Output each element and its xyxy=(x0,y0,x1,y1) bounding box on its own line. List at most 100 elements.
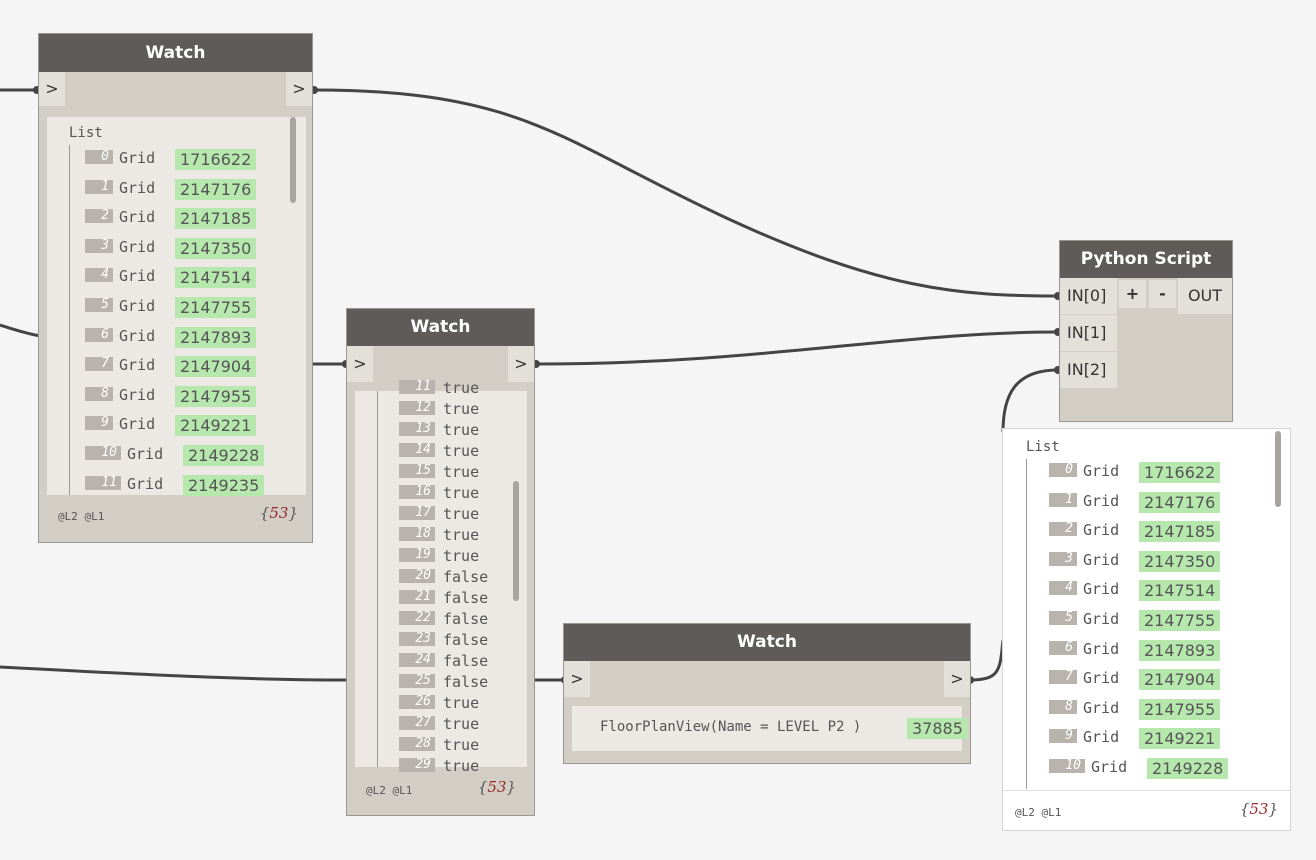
element-id-value[interactable]: 2147514 xyxy=(1139,580,1221,602)
watch-node-3[interactable]: Watch > > FloorPlanView(Name = LEVEL P2 … xyxy=(563,623,971,764)
element-id-value[interactable]: 2147514 xyxy=(175,267,257,289)
element-id-value[interactable]: 2147904 xyxy=(175,356,257,378)
scrollbar-thumb[interactable] xyxy=(290,117,296,203)
node-title[interactable]: Watch xyxy=(564,624,970,661)
element-id-value[interactable]: 2147176 xyxy=(1139,491,1221,513)
element-id-value[interactable]: 2147904 xyxy=(1139,669,1221,691)
element-id-value[interactable]: 2147185 xyxy=(1139,521,1221,543)
element-id-value[interactable]: 2147955 xyxy=(1139,698,1221,720)
python-script-node[interactable]: Python Script IN[0] IN[1] IN[2] + - OUT xyxy=(1059,240,1233,422)
node-title[interactable]: Watch xyxy=(347,309,534,346)
item-index: 18 xyxy=(399,527,435,541)
element-id-value[interactable]: 2149221 xyxy=(175,415,257,437)
watch-value-panel[interactable]: FloorPlanView(Name = LEVEL P2 ) 37885 xyxy=(572,706,968,751)
boolean-value: true xyxy=(443,715,480,733)
element-id-value[interactable]: 2147185 xyxy=(175,208,257,230)
remove-input-button[interactable]: - xyxy=(1149,280,1176,308)
element-id-value[interactable]: 2147955 xyxy=(175,385,257,407)
element-id-value[interactable]: 2147350 xyxy=(175,237,257,259)
input-port-in0[interactable]: IN[0] xyxy=(1060,278,1117,314)
element-id-value[interactable]: 2149228 xyxy=(183,445,265,466)
element-id-value[interactable]: 2149235 xyxy=(183,474,265,496)
element-id-value[interactable]: 2147755 xyxy=(1139,610,1221,631)
element-id-value[interactable]: 2149221 xyxy=(1139,728,1221,750)
output-port[interactable]: > xyxy=(944,661,970,697)
output-port[interactable]: > xyxy=(508,346,534,382)
input-port-in1[interactable]: IN[1] xyxy=(1060,315,1117,351)
input-port-in2[interactable]: IN[2] xyxy=(1060,352,1117,388)
item-index: 12 xyxy=(399,401,435,415)
element-id-value[interactable]: 2147893 xyxy=(175,326,257,348)
node-title[interactable]: Python Script xyxy=(1060,241,1232,278)
input-port[interactable]: > xyxy=(39,72,65,106)
output-port-out[interactable]: OUT xyxy=(1178,278,1232,314)
input-port[interactable]: > xyxy=(564,661,590,697)
item-index: 24 xyxy=(399,653,435,667)
element-id-value[interactable]: 1716622 xyxy=(1139,462,1221,483)
element-id-value[interactable]: 2147893 xyxy=(1139,639,1221,661)
item-count: {53} xyxy=(1239,800,1278,818)
element-id-value[interactable]: 2147755 xyxy=(175,297,257,318)
element-id-value[interactable]: 2149228 xyxy=(1147,758,1229,779)
add-input-button[interactable]: + xyxy=(1119,280,1146,308)
element-id-value[interactable]: 1716622 xyxy=(175,149,257,170)
element-id-value[interactable]: 37885 xyxy=(907,718,968,739)
node-title[interactable]: Watch xyxy=(39,34,312,72)
input-port[interactable]: > xyxy=(347,346,373,382)
element-id-value[interactable]: 2147176 xyxy=(175,178,257,200)
scrollbar-thumb[interactable] xyxy=(1275,431,1281,507)
output-port[interactable]: > xyxy=(286,72,312,106)
element-id-value[interactable]: 2147350 xyxy=(1139,550,1221,572)
item-label: Grid xyxy=(1091,758,1128,776)
scrollbar-thumb[interactable] xyxy=(513,481,519,601)
wire-python-in2-stub xyxy=(1001,368,1059,433)
